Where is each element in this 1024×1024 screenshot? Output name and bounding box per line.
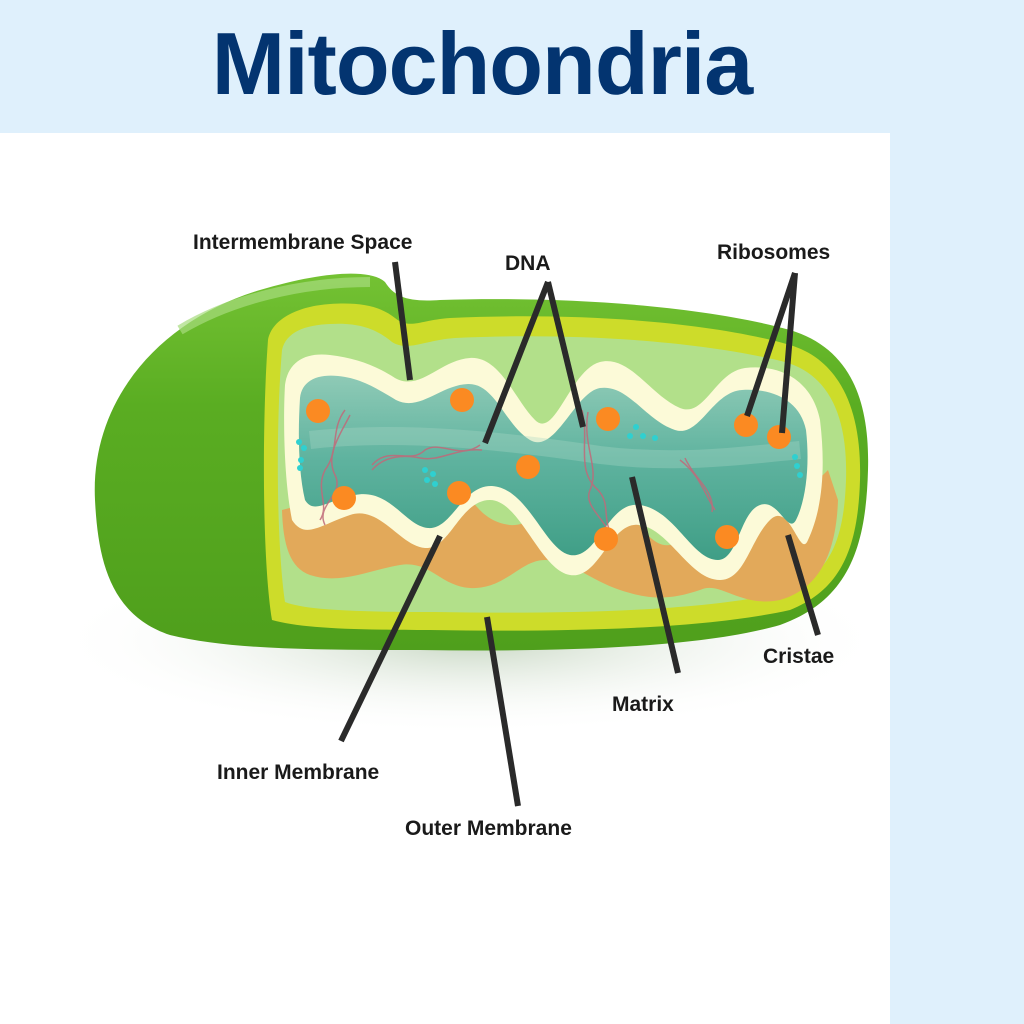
leader-outer-membrane bbox=[484, 616, 521, 807]
leader-ribosomes-2 bbox=[779, 272, 798, 434]
leader-ribosomes-1 bbox=[744, 272, 798, 417]
title-banner: Mitochondria bbox=[0, 0, 1024, 133]
label-dna: DNA bbox=[505, 252, 551, 275]
leader-lines bbox=[338, 261, 821, 807]
page-title: Mitochondria bbox=[211, 14, 753, 113]
label-inner-membrane: Inner Membrane bbox=[217, 761, 380, 784]
label-outer-membrane: Outer Membrane bbox=[405, 817, 572, 840]
leader-dna-2 bbox=[545, 281, 586, 428]
leader-dna-1 bbox=[482, 280, 551, 445]
label-ribosomes: Ribosomes bbox=[717, 241, 831, 264]
dna-strands bbox=[319, 409, 716, 543]
label-cristae: Cristae bbox=[763, 645, 835, 668]
leader-cristae bbox=[785, 534, 821, 636]
leader-matrix bbox=[629, 476, 681, 674]
label-intermembrane-space: Intermembrane Space bbox=[193, 231, 413, 254]
side-band bbox=[890, 133, 1024, 1024]
matrix-shape bbox=[298, 375, 808, 560]
granules bbox=[296, 424, 803, 487]
leader-inner-membrane bbox=[338, 534, 443, 743]
label-matrix: Matrix bbox=[612, 693, 674, 716]
leader-intermembrane-space bbox=[392, 261, 413, 381]
ribosomes-dots bbox=[306, 388, 791, 551]
